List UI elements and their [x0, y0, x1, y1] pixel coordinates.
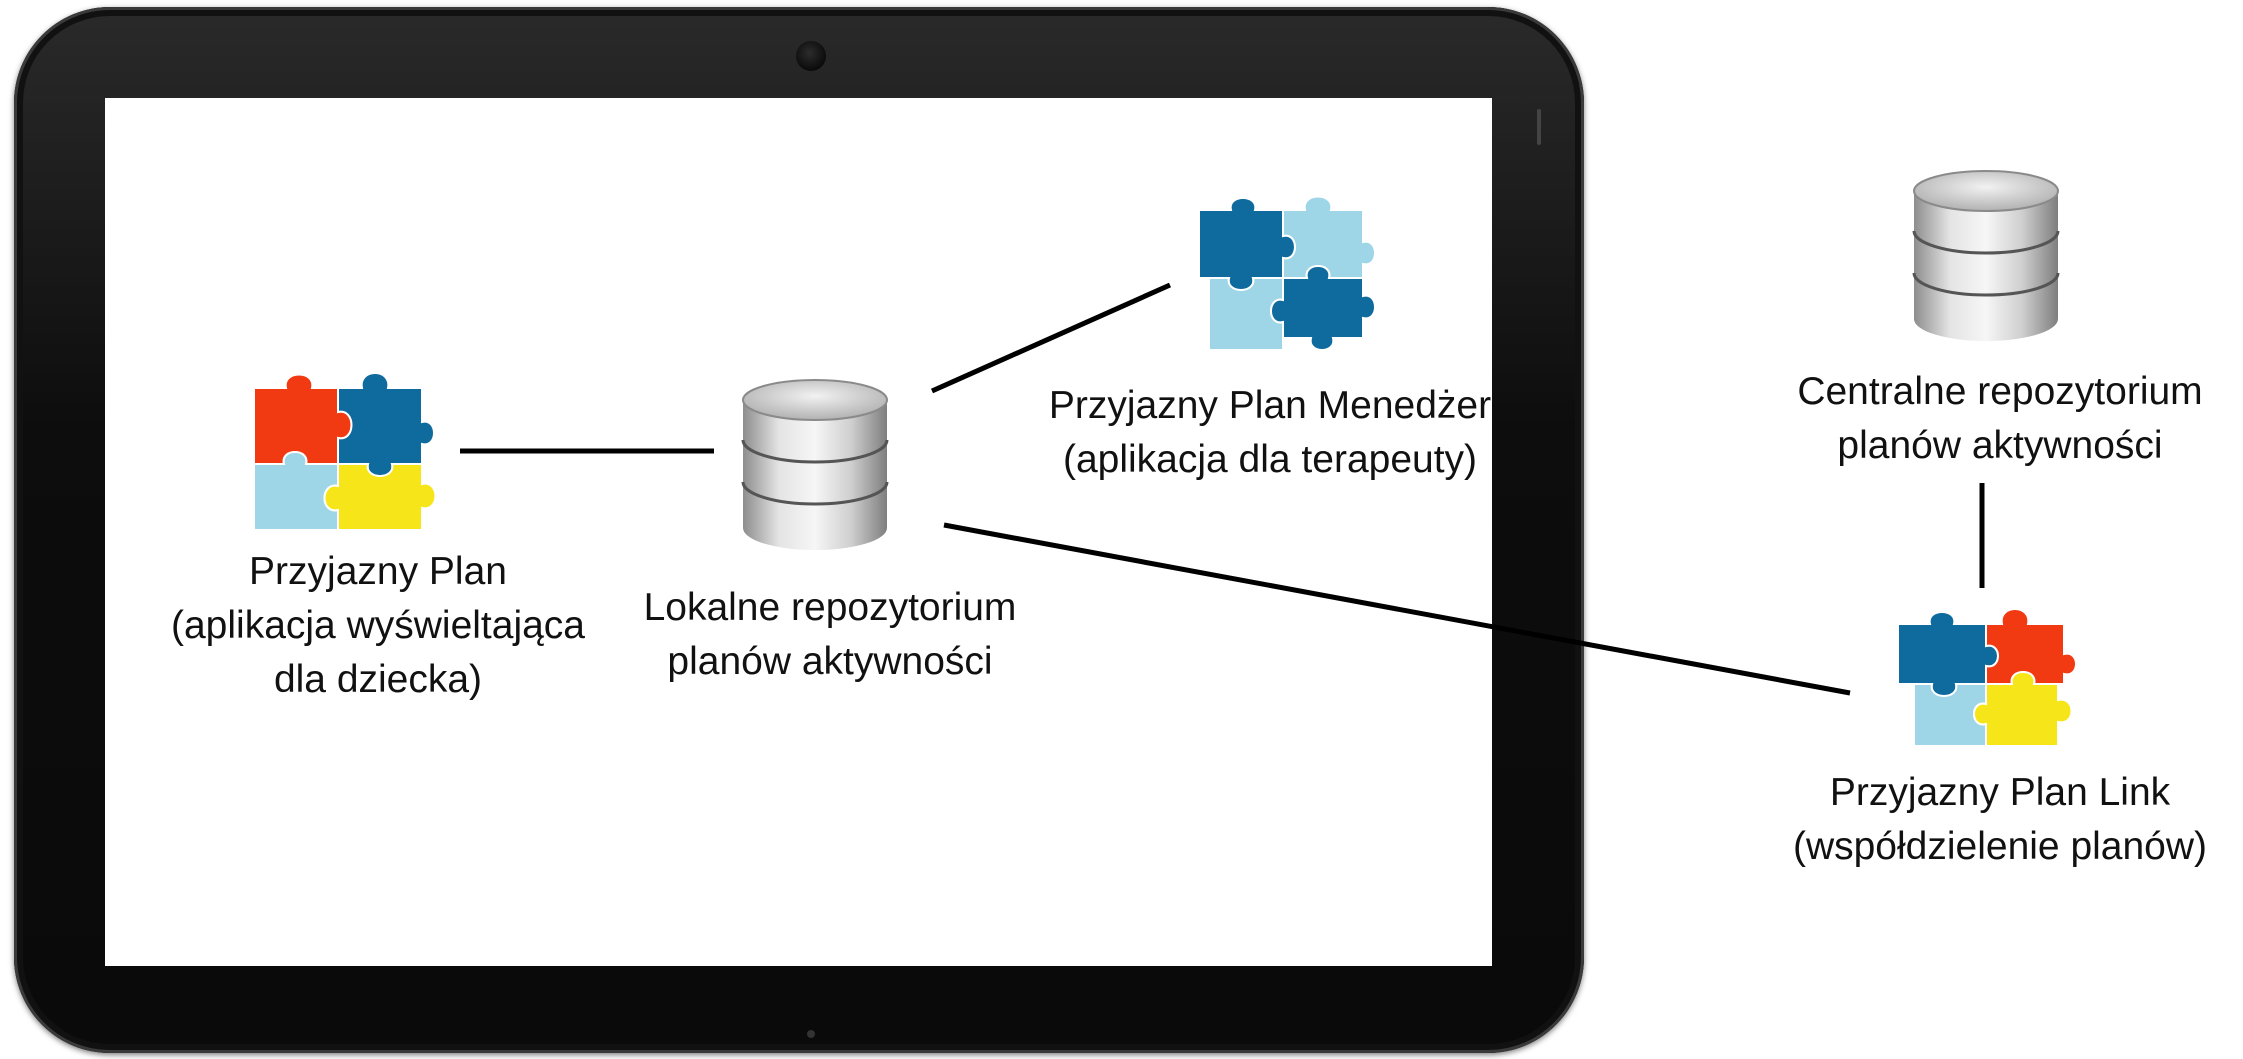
node-title: Centralne repozytorium: [1797, 370, 2203, 413]
manager-label: Przyjazny Plan Menedżer (aplikacja dla t…: [1000, 379, 1540, 487]
node-subtitle: planów aktywności: [667, 640, 993, 683]
node-subtitle: dla dziecka): [273, 658, 483, 701]
puzzle-icon: [246, 364, 437, 534]
node-subtitle: (współdzielenie planów): [1792, 825, 2208, 868]
przyjazny-plan-label: Przyjazny Plan (aplikacja wyświeltająca …: [133, 545, 623, 707]
camera-icon: [796, 41, 826, 71]
node-subtitle: planów aktywności: [1837, 424, 2163, 467]
connector-local-repo-to-manager: [930, 282, 1172, 394]
node-title: Lokalne repozytorium: [643, 586, 1017, 629]
node-title: Przyjazny Plan Link: [1829, 771, 2171, 814]
local-repository-label: Lokalne repozytorium planów aktywności: [600, 581, 1060, 689]
node-subtitle: (aplikacja dla terapeuty): [1062, 438, 1478, 481]
link-label: Przyjazny Plan Link (współdzielenie plan…: [1760, 766, 2240, 874]
database-icon: [739, 378, 891, 556]
tablet-side-button: [1537, 109, 1541, 145]
node-subtitle: (aplikacja wyświeltająca: [171, 604, 585, 647]
database-icon: [1910, 169, 2062, 345]
central-repository-label: Centralne repozytorium planów aktywności: [1770, 365, 2230, 473]
connector-local-repo-to-link: [943, 522, 1851, 696]
puzzle-icon: [1894, 604, 2080, 754]
tablet-home-indicator: [807, 1030, 815, 1038]
puzzle-icon: [1195, 192, 1380, 357]
node-title: Przyjazny Plan: [249, 550, 507, 593]
node-title: Przyjazny Plan Menedżer: [1048, 384, 1492, 427]
